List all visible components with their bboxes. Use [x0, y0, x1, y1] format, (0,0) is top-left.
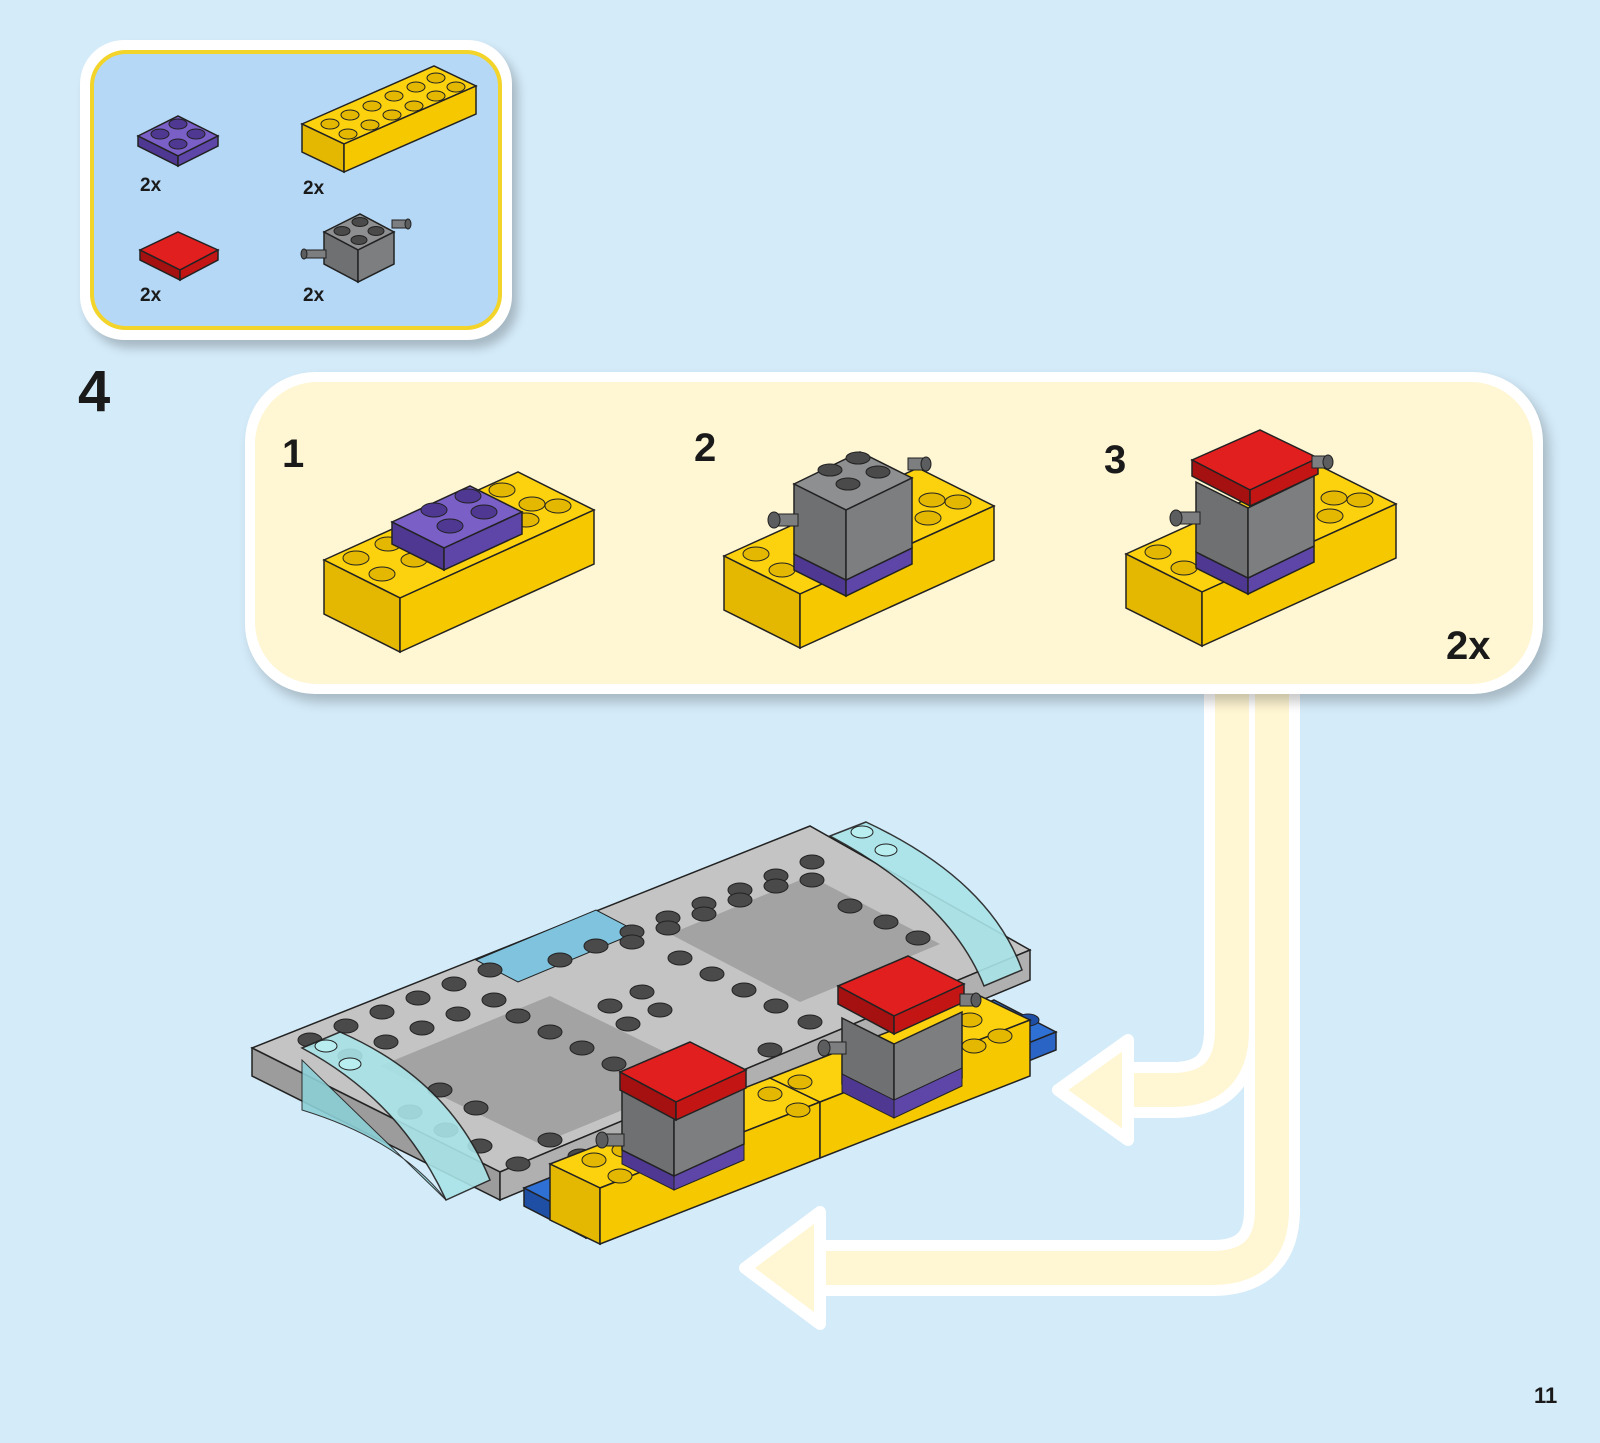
page-number: 11: [1534, 1383, 1557, 1409]
substep-number-2: 2: [694, 426, 716, 471]
substep-multiplier: 2x: [1446, 624, 1491, 669]
substep-1-model: [322, 470, 602, 660]
substep-2-model: [722, 446, 1002, 656]
substep-number-1: 1: [282, 432, 304, 477]
main-assembly-model: [250, 820, 1090, 1340]
substep-number-3: 3: [1104, 438, 1126, 483]
substep-3-model: [1124, 430, 1404, 654]
